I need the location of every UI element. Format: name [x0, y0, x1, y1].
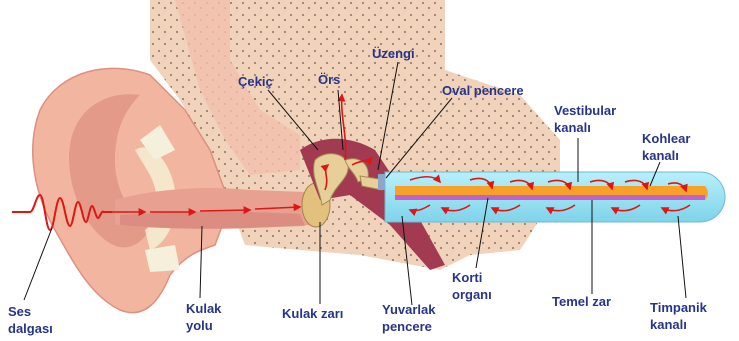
vestibular-duct-band — [395, 186, 705, 195]
label-uzengi: Üzengi — [372, 46, 415, 61]
label-korti-line1: Korti — [452, 270, 482, 285]
label-vestibular-line1: Vestibular — [554, 103, 616, 118]
basilar-membrane — [395, 195, 705, 200]
label-ors: Örs — [318, 72, 340, 87]
label-cekic: Çekiç — [238, 74, 273, 89]
label-kohlear-line2: kanalı — [642, 148, 679, 163]
label-korti-line2: organı — [452, 287, 492, 302]
ear-canal-shadow — [120, 212, 305, 229]
label-timpanik-line2: kanalı — [650, 317, 687, 332]
label-kohlear-line1: Kohlear — [642, 131, 690, 146]
label-vestibular-line2: kanalı — [554, 120, 591, 135]
label-kulak-zari: Kulak zarı — [282, 306, 343, 321]
label-timpanik-line1: Timpanik — [650, 300, 708, 315]
label-kulak-yolu-line1: Kulak — [186, 301, 222, 316]
label-temel-zar: Temel zar — [552, 294, 611, 309]
label-kulak-yolu-line2: yolu — [186, 318, 213, 333]
label-yuvarlak-line1: Yuvarlak — [382, 302, 436, 317]
label-ses-line1: Ses — [8, 304, 31, 319]
label-ses-line2: dalgası — [8, 321, 53, 336]
label-oval-pencere: Oval pencere — [442, 83, 524, 98]
label-yuvarlak-line2: pencere — [382, 319, 432, 334]
